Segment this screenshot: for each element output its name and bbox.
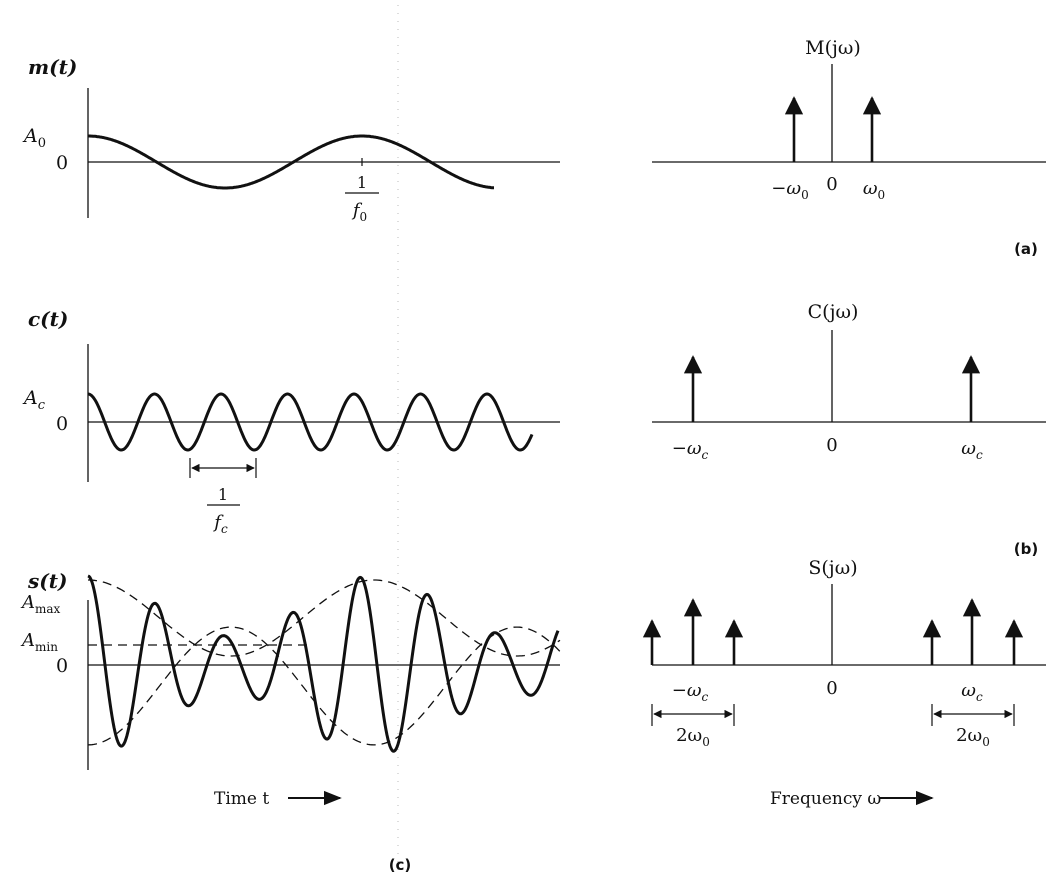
c-period-denominator: fc [212, 512, 228, 536]
panel-c-label: (c) [389, 856, 412, 874]
c-zero-label: 0 [56, 413, 68, 435]
m-time-waveform [87, 134, 495, 190]
m-spectrum-title: M(jω) [805, 37, 861, 59]
s-spectrum-title: S(jω) [808, 557, 857, 579]
s-zero-label: 0 [56, 655, 68, 677]
panel-b: c(t) Ac 0 1 fc C(jω) −ωc 0 ωc (b) [22, 301, 1046, 558]
c-freq-label-zero: 0 [826, 435, 837, 456]
s-amax-label: Amax [20, 592, 61, 616]
c-period-numerator: 1 [218, 485, 228, 504]
m-freq-label-neg: −ω0 [771, 178, 808, 202]
m-period-denominator: f0 [351, 200, 367, 224]
c-freq-label-pos: ωc [961, 438, 983, 462]
m-freq-label-pos: ω0 [863, 178, 885, 202]
s-time-function-label: s(t) [27, 569, 67, 593]
s-freq-label-pos: ωc [961, 680, 983, 704]
s-lower-envelope [87, 626, 561, 746]
s-upper-envelope [88, 579, 561, 657]
s-bandwidth-label-neg: 2ω0 [676, 725, 710, 749]
s-freq-label-neg: −ωc [672, 680, 709, 704]
panel-a-label: (a) [1014, 240, 1038, 258]
m-amplitude-label: A0 [22, 125, 46, 151]
s-bandwidth-label-pos: 2ω0 [956, 725, 990, 749]
m-freq-label-zero: 0 [826, 174, 837, 195]
panel-a: m(t) A0 0 1 f0 M(jω) −ω0 0 ω0 (a) [22, 37, 1046, 258]
panel-b-label: (b) [1014, 540, 1038, 558]
s-time-waveform [87, 574, 560, 753]
c-time-function-label: c(t) [28, 307, 68, 331]
c-amplitude-label: Ac [22, 387, 46, 413]
c-spectrum-title: C(jω) [808, 301, 859, 323]
c-freq-label-neg: −ωc [672, 438, 709, 462]
s-amin-label: Amin [20, 630, 58, 654]
time-axis-caption: Time t [214, 789, 269, 809]
m-time-function-label: m(t) [28, 55, 77, 79]
frequency-axis-caption: Frequency ω [770, 789, 881, 809]
c-time-waveform [87, 392, 534, 452]
m-period-numerator: 1 [357, 173, 367, 192]
s-freq-label-zero: 0 [826, 678, 837, 699]
m-zero-label: 0 [56, 152, 68, 174]
panel-c: s(t) Amax Amin 0 S(jω) −ωc 0 ωc 2ω0 2ω0 … [20, 557, 1046, 874]
